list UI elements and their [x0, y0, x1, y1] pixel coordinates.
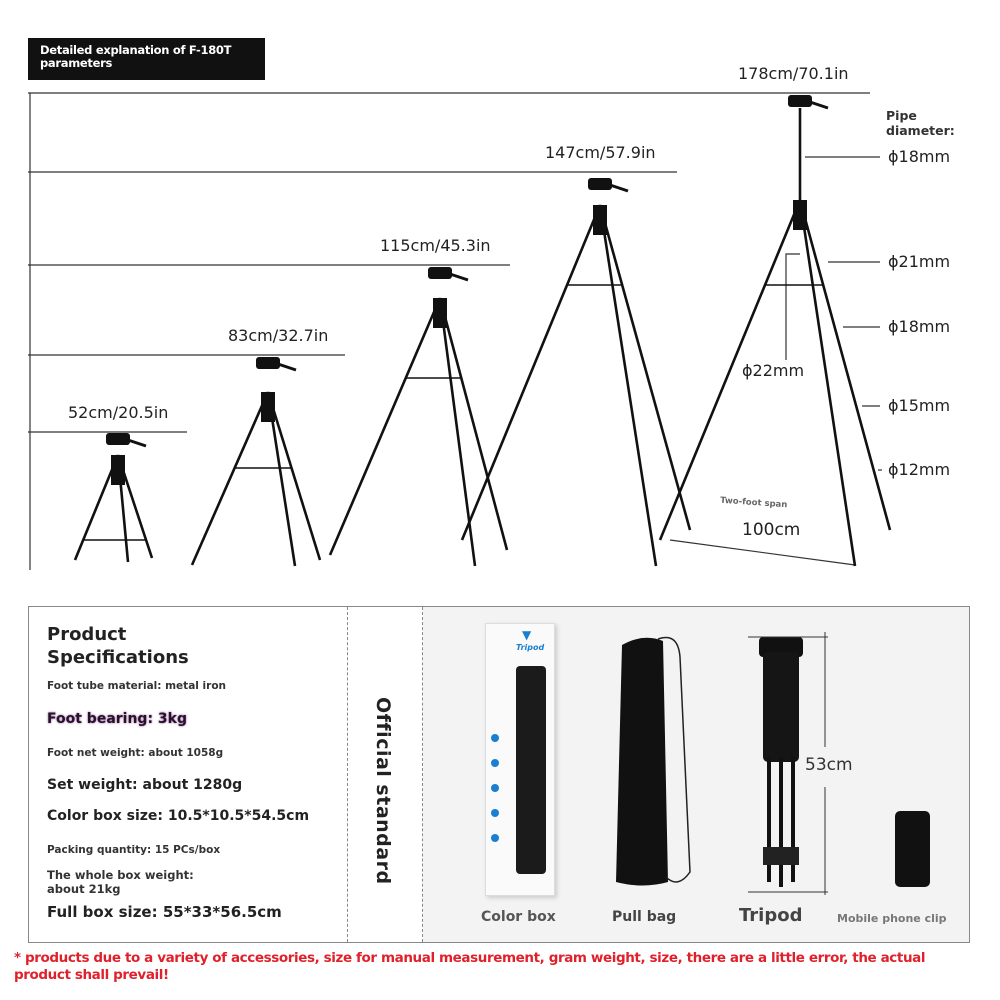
tripod-head [788, 95, 812, 107]
tripod-head [428, 267, 452, 279]
tripod-body [111, 455, 125, 485]
tripod-image [755, 637, 805, 887]
tripod-leg [438, 297, 509, 551]
height-label: 115cm/45.3in [380, 236, 491, 255]
tripod-leg [438, 297, 477, 567]
spec-list: Product Specifications Foot tube materia… [29, 607, 347, 942]
span-value: 100cm [742, 520, 801, 540]
official-standard: Official standard [347, 607, 423, 942]
height-label: 147cm/57.9in [545, 143, 656, 162]
brand-logo-icon: ▼ [522, 628, 532, 642]
tripod-leg [449, 272, 469, 282]
box-brand: Tripod [516, 643, 545, 652]
tripod-leg [598, 204, 692, 531]
tripod-leg [460, 204, 602, 541]
spec-heading: Product Specifications [47, 624, 189, 668]
tripod-leg [609, 183, 629, 193]
spec-whole-box-weight: The whole box weight: about 21kg [47, 868, 194, 896]
diameter-label: ϕ21mm [888, 252, 951, 271]
tripod-leg [658, 199, 802, 541]
tripod-body [593, 205, 607, 235]
feature-icon [491, 809, 499, 817]
pipe-diameter-label: Pipe diameter: [886, 108, 955, 138]
diameter-label: ϕ18mm [888, 317, 951, 336]
pull-bag-label: Pull bag [612, 909, 677, 925]
spec-packing-qty: Packing quantity: 15 PCs/box [47, 844, 221, 856]
tripod-leg [798, 199, 857, 567]
tripod-leg [190, 391, 270, 566]
tripod-head [588, 178, 612, 190]
tripod-label: Tripod [739, 905, 803, 926]
disclaimer: * products due to a variety of accessori… [14, 950, 926, 983]
phone-clip-label: Mobile phone clip [837, 912, 947, 925]
phone-clip-image [895, 811, 930, 887]
tripod-head [106, 433, 130, 445]
tripod-body [793, 200, 807, 230]
tripod-body [261, 392, 275, 422]
title-banner: Detailed explanation of F-180T parameter… [28, 38, 265, 80]
box-tripod-image [516, 666, 546, 874]
spec-foot-bearing: Foot bearing: 3kg [47, 711, 187, 727]
height-label: 178cm/70.1in [738, 64, 849, 83]
span-arrow [669, 539, 856, 566]
tripod-extended [328, 267, 509, 567]
tripod-body [433, 298, 447, 328]
spec-panel: Product Specifications Foot tube materia… [28, 606, 970, 943]
spec-set-weight: Set weight: about 1280g [47, 777, 243, 793]
height-label: 83cm/32.7in [228, 326, 329, 345]
diameter-label: ϕ18mm [888, 147, 951, 166]
spec-foot-net-weight: Foot net weight: about 1058g [47, 747, 224, 759]
tripod-height: 53cm [805, 755, 853, 775]
feature-icon [491, 784, 499, 792]
tripod-extended [190, 357, 322, 567]
spec-full-box-size: Full box size: 55*33*56.5cm [47, 903, 282, 921]
tripod-leg [809, 100, 829, 110]
color-box-image: ▼ Tripod [485, 623, 555, 896]
tripod-head [256, 357, 280, 369]
height-diagram [28, 92, 892, 570]
tripod-leg [277, 362, 297, 372]
feature-icon [491, 834, 499, 842]
tripod-height-dimension [748, 632, 828, 895]
pull-bag-image [616, 636, 691, 886]
diameter-label: ϕ15mm [888, 396, 951, 415]
tripod-leg [598, 204, 658, 567]
leader-22 [785, 253, 800, 360]
tripod-leg [328, 297, 442, 556]
tripod-extended [658, 95, 892, 567]
tripod-extended [73, 433, 154, 563]
package-contents: ▼ Tripod 53cm Color box [423, 607, 969, 942]
tripod-leg [798, 199, 892, 531]
height-label: 52cm/20.5in [68, 403, 169, 422]
tripod-leg [73, 454, 120, 561]
color-box-label: Color box [481, 909, 556, 925]
spec-color-box-size: Color box size: 10.5*10.5*54.5cm [47, 808, 310, 824]
tripod-extended [460, 178, 692, 567]
center-diameter-label: ϕ22mm [742, 361, 805, 380]
diameter-label: ϕ12mm [888, 460, 951, 479]
official-standard-label: Official standard [372, 697, 394, 885]
tripod-leg [266, 391, 322, 561]
tripod-leg [127, 438, 147, 448]
feature-icon [491, 734, 499, 742]
spec-foot-tube: Foot tube material: metal iron [47, 680, 227, 692]
feature-icon [491, 759, 499, 767]
